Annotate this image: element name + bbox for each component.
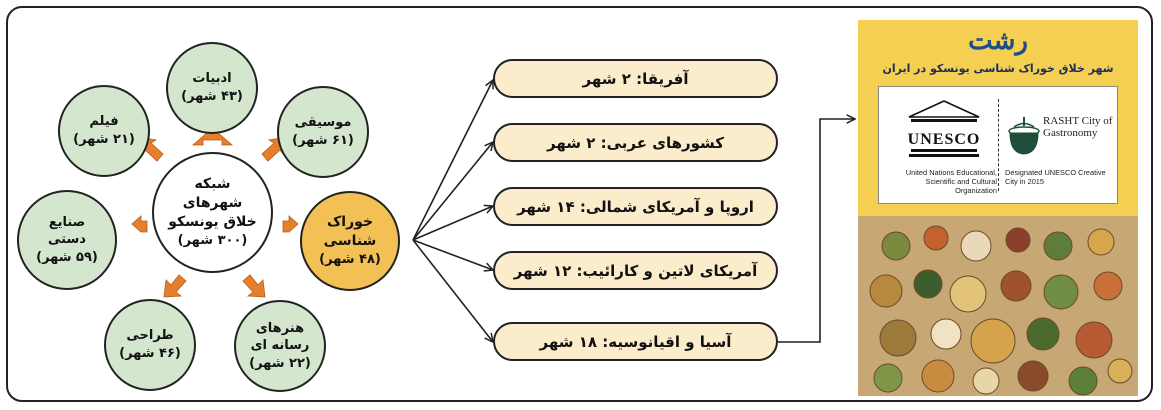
region-arab-states: کشورهای عربی: ۲ شهر [493, 123, 778, 162]
pot-icon [1008, 117, 1040, 155]
category-label: موسیقی [294, 115, 352, 131]
arrow-up [191, 127, 234, 146]
category-count: (۴۳ شهر) [181, 89, 243, 104]
region-latin-america-caribbean: آمریکای لاتین و کارائیب: ۱۲ شهر [493, 251, 778, 290]
category-count: (۴۶ شهر) [119, 346, 181, 361]
gastronomy-label: خوراک شناسی [323, 214, 377, 250]
category-label: هنرهای رسانه ای [250, 320, 310, 354]
category-count: (۵۹ شهر) [36, 249, 98, 265]
logo-divider [998, 99, 999, 191]
poster-logo-box: UNESCO RASHT City of Gastronomy United N… [878, 86, 1118, 204]
arrow-right [282, 215, 299, 233]
fan-arrow-2 [412, 142, 493, 241]
fan-arrow-5 [412, 239, 493, 342]
hub-circle: شبکه شهرهای خلاق یونسکو (۳۰۰ شهر) [152, 152, 273, 273]
arrow-left [131, 215, 148, 233]
category-label: ادبیات [192, 71, 232, 87]
unesco-logo: UNESCO [908, 100, 1040, 157]
category-count: (۶۱ شهر) [292, 133, 354, 148]
category-literature: ادبیات (۴۳ شهر) [166, 42, 258, 134]
region-africa: آفریقا: ۲ شهر [493, 59, 778, 98]
food-dishes-illustration [858, 216, 1138, 396]
arrow-lower-right [242, 274, 266, 298]
poster-title: رشت [968, 26, 1028, 56]
category-media-arts: هنرهای رسانه ای (۲۲ شهر) [234, 300, 326, 392]
fan-arrow-1 [412, 80, 493, 241]
category-label: صنایع دستی [48, 214, 86, 248]
region-asia-pacific: آسیا و اقیانوسیه: ۱۸ شهر [493, 322, 778, 361]
poster-connector [778, 119, 855, 343]
gastronomy-circle: خوراک شناسی (۴۸ شهر) [300, 191, 400, 291]
gastronomy-count: (۴۸ شهر) [319, 252, 381, 268]
category-design: طراحی (۴۶ شهر) [104, 299, 196, 391]
unesco-organization-name: United Nations Educational, Scientific a… [905, 168, 997, 195]
designation-text: Designated UNESCO Creative City in 2015 [1005, 168, 1106, 186]
rasht-city-name: RASHT City of Gastronomy [1043, 115, 1113, 140]
fan-arrow-4 [412, 239, 493, 270]
hub-label: شبکه شهرهای خلاق یونسکو [168, 176, 257, 231]
category-label: فیلم [89, 114, 119, 130]
unesco-logo-text: UNESCO [908, 131, 981, 148]
diagram-frame [6, 6, 1153, 402]
region-europe-north-america: اروپا و آمریکای شمالی: ۱۴ شهر [493, 187, 778, 226]
category-crafts: صنایع دستی (۵۹ شهر) [17, 190, 117, 290]
fan-arrow-3 [412, 206, 493, 241]
hub-count: (۳۰۰ شهر) [177, 233, 248, 249]
category-music: موسیقی (۶۱ شهر) [277, 86, 369, 178]
food-photo [858, 216, 1138, 396]
category-label: طراحی [126, 328, 174, 344]
rasht-poster: رشت شهر خلاق خوراک شناسی یونسکو در ایران… [858, 20, 1138, 396]
arrow-lower-left [163, 274, 187, 298]
category-count: (۲۲ شهر) [249, 355, 311, 371]
category-count: (۲۱ شهر) [73, 132, 135, 147]
poster-subtitle: شهر خلاق خوراک شناسی یونسکو در ایران [882, 62, 1114, 75]
category-film: فیلم (۲۱ شهر) [58, 85, 150, 177]
